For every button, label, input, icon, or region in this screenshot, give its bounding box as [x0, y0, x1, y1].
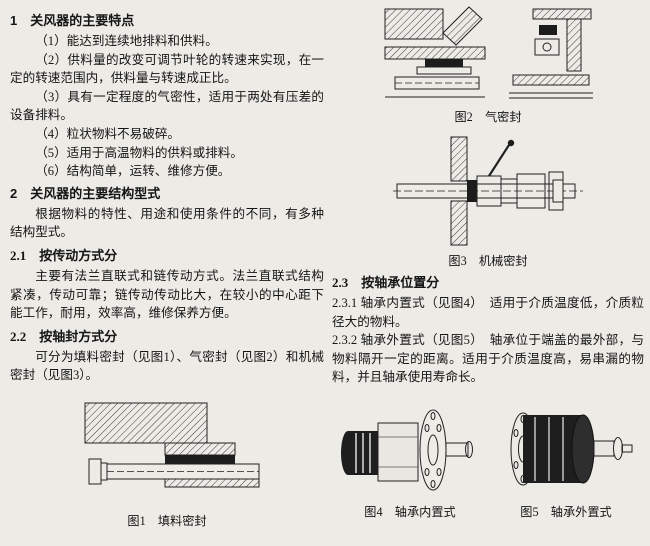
- figure-1-caption: 图1 填料密封: [127, 513, 207, 528]
- section-2-1-body: 主要有法兰直联式和链传动方式。法兰直联式结构紧凑，传动可靠；链传动传动比大，在较…: [10, 268, 324, 321]
- figure-4-bearing-internal-drawing: [341, 409, 473, 491]
- section-2-1-heading: 2.1 按传动方式分: [10, 247, 118, 263]
- section-2-3-1-body: 2.3.1 轴承内置式（见图4） 适用于介质温度低，介质粒径大的物料。: [332, 296, 644, 329]
- right-column: 图2 气密封 图3: [332, 0, 644, 520]
- section-1-heading: 1 关风器的主要特点: [10, 13, 135, 28]
- figure-3: [332, 133, 644, 249]
- section-2-2-body: 可分为填料密封（见图1）、气密封（见图2）和机械密封（见图3）。: [10, 349, 324, 383]
- figure-5-caption: 图5 轴承外置式: [520, 504, 612, 519]
- left-column: 1 关风器的主要特点 （1）能达到连续地排料和供料。 （2）供料量的改变可调节叶…: [10, 0, 324, 531]
- figures-4-5: [332, 393, 644, 501]
- figure-2: [332, 5, 644, 105]
- figures-4-5-captions: 图4 轴承内置式 图5 轴承外置式: [332, 504, 644, 520]
- figure-1: [10, 397, 324, 509]
- section-2-3-2-body: 2.3.2 轴承外置式（见图5） 轴承位于端盖的最外部，与物料隔开一定的距离。适…: [332, 333, 644, 385]
- figure-5-bearing-external-drawing: [510, 412, 633, 486]
- section-2-intro: 根据物料的特性、用途和使用条件的不同，有多种结构型式。: [10, 206, 324, 240]
- section-2-3-heading: 2.3 按轴承位置分: [332, 275, 440, 290]
- figure-1-packing-seal-drawing: [84, 402, 260, 488]
- feature-item-2: （2）供料量的改变可调节叶轮的转速来实现，在一定的转速范围内，供料量与转速成正比…: [10, 52, 324, 86]
- figure-3-mechanical-seal-drawing: [393, 136, 583, 246]
- feature-item-1: （1）能达到连续地排料和供料。: [35, 34, 218, 48]
- section-2-heading: 2 关风器的主要结构型式: [10, 185, 161, 201]
- section-2-2-heading: 2.2 按轴封方式分: [10, 328, 118, 344]
- figure-4-caption: 图4 轴承内置式: [364, 504, 456, 519]
- feature-item-5: （5）适用于高温物料的供料或排料。: [35, 145, 243, 160]
- figure-3-caption: 图3 机械密封: [448, 254, 528, 268]
- feature-item-6: （6）结构简单，运转、维修方便。: [35, 164, 231, 179]
- figure-2-right-drawing: [509, 8, 593, 99]
- feature-item-3: （3）具有一定程度的气密性，适用于两处有压差的设备排料。: [10, 89, 324, 123]
- feature-item-4: （4）粒状物料不易破碎。: [35, 126, 181, 141]
- figure-2-caption: 图2 气密封: [454, 110, 522, 124]
- figure-2-left-drawing: [384, 6, 486, 98]
